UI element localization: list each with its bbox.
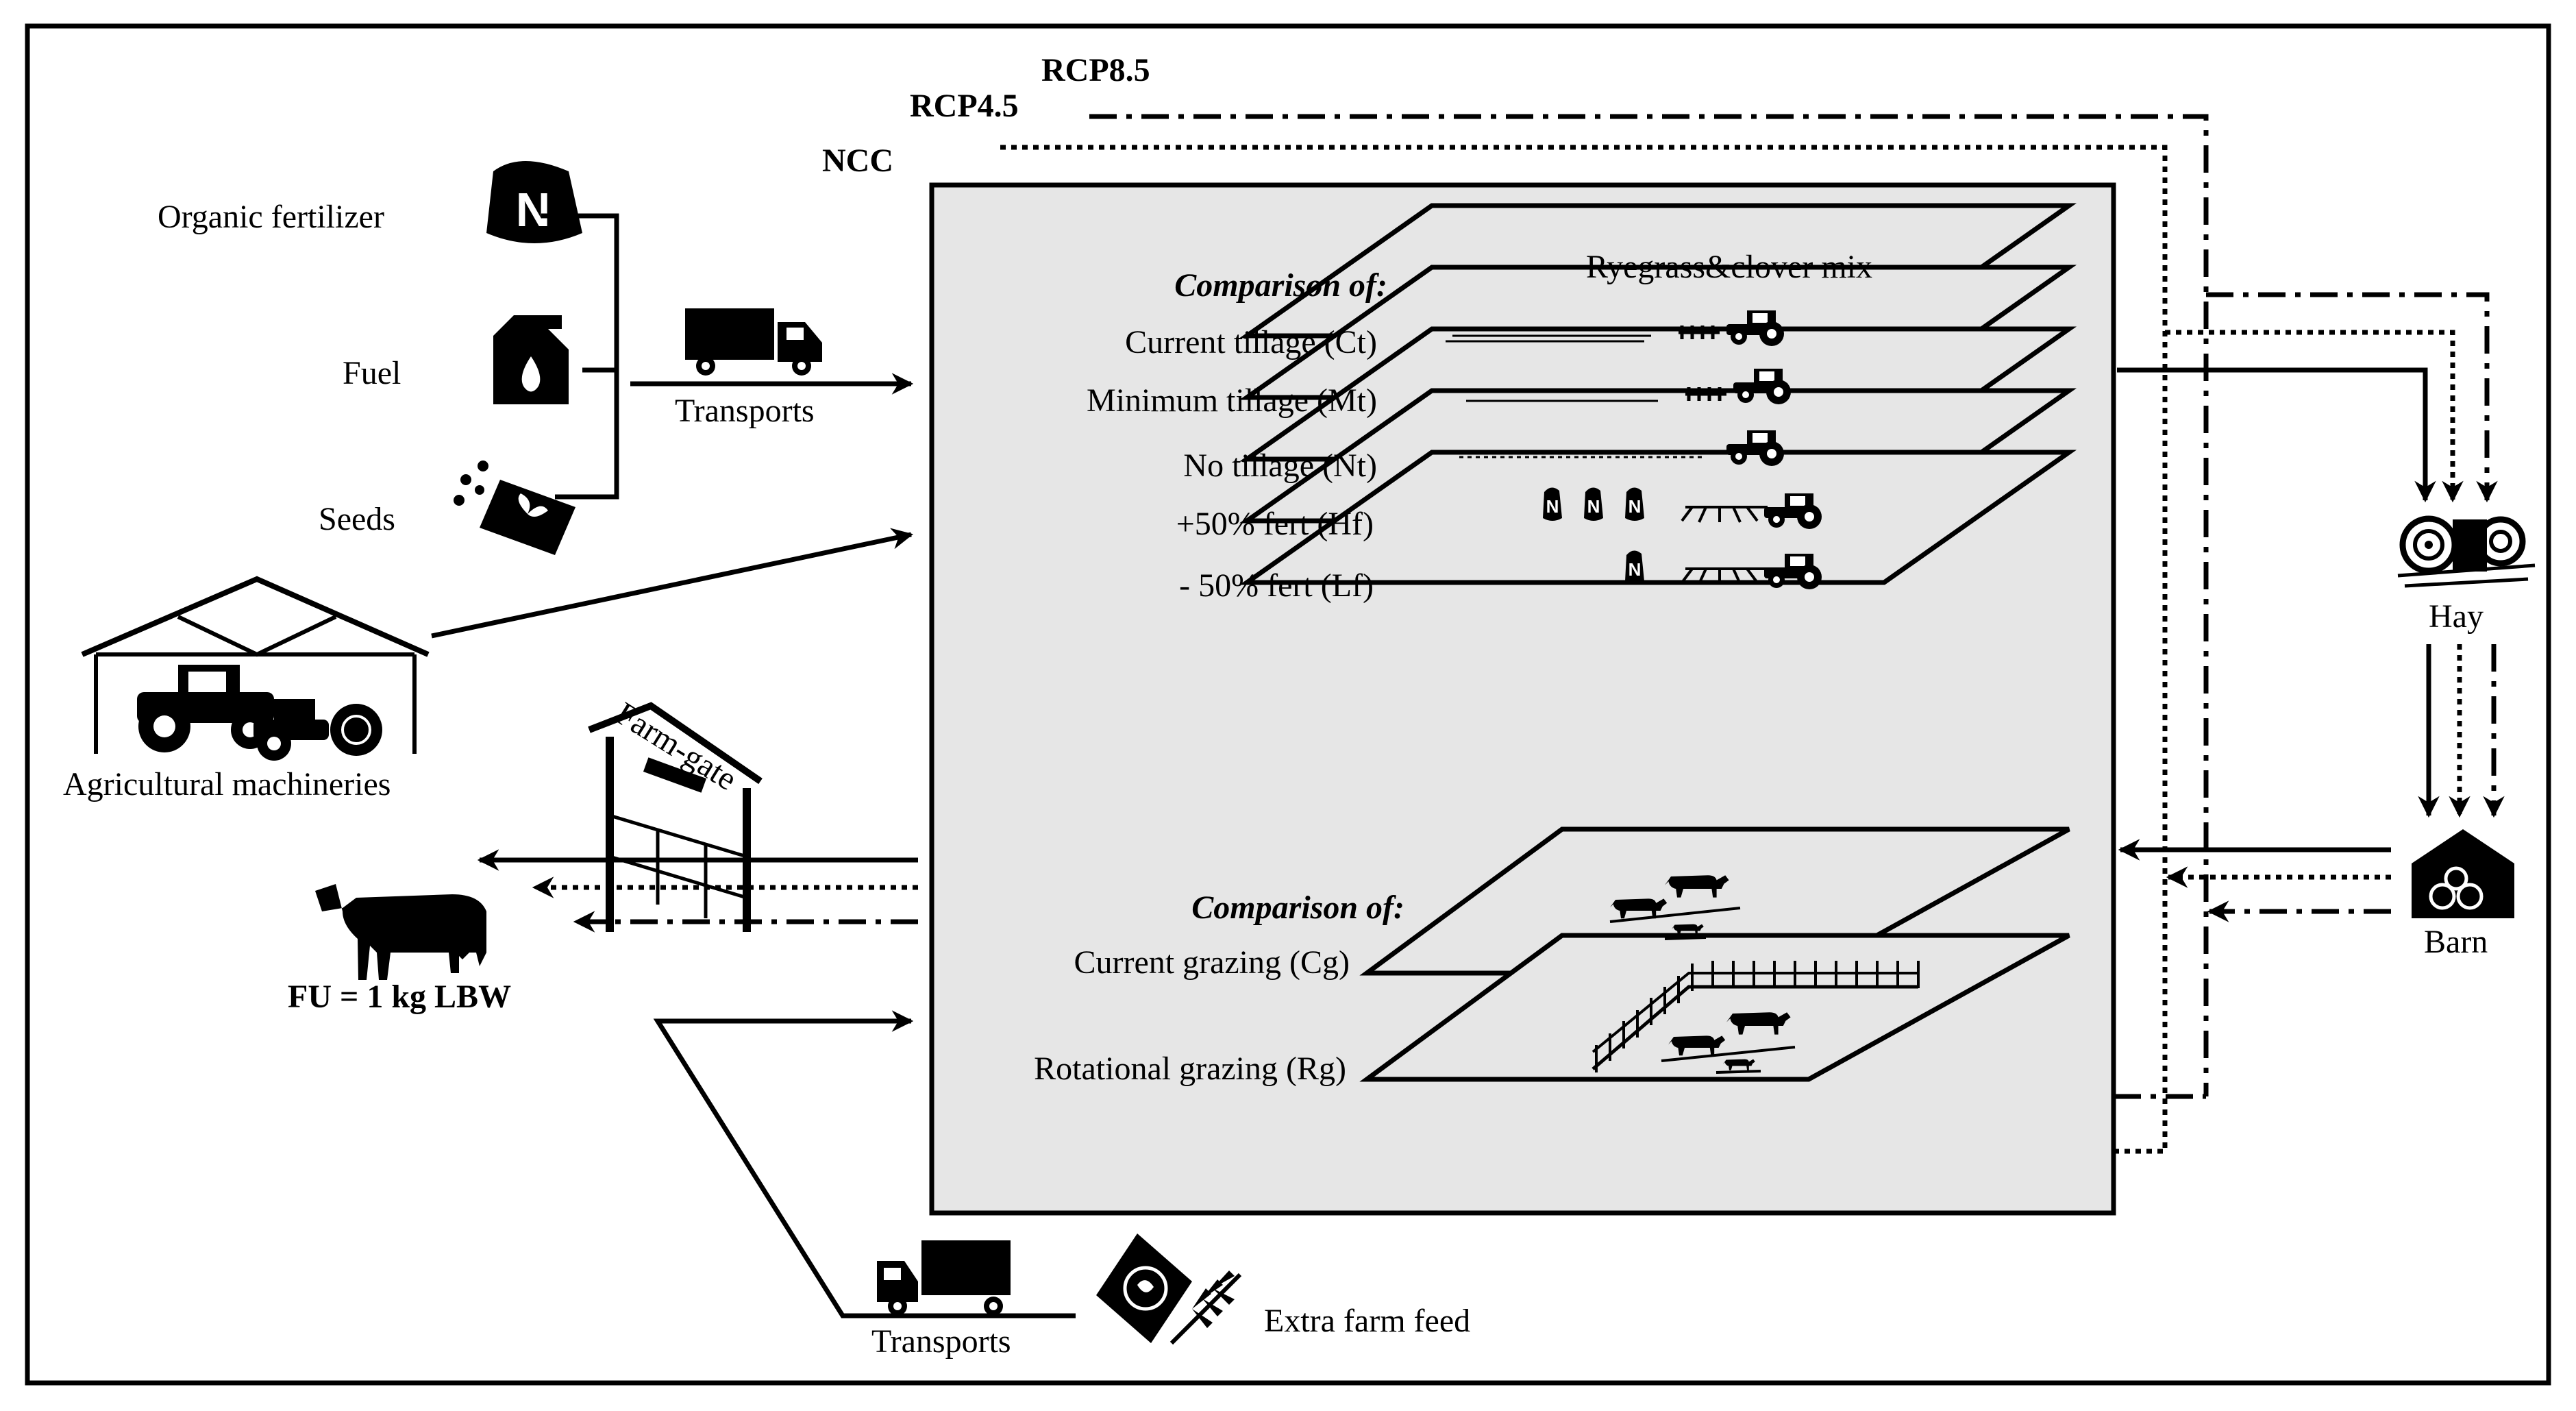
fertilizer-bag-icon: N [486,161,582,243]
label-transports-top: Transports [675,393,815,429]
grazing-heading: Comparison of: [1191,889,1404,926]
scenario-box-rcp85 [1089,114,2209,1096]
cow-icon [315,884,486,980]
grazing-item-cg: Current grazing (Cg) [1074,944,1350,981]
label-ncc: NCC [822,143,893,179]
label-barn: Barn [2424,924,2488,960]
cows-current-grazing [1609,875,1741,940]
label-crop: Ryegrass&clover mix [1586,249,1872,285]
cows-rotational-grazing [1661,1012,1796,1074]
outer-frame [25,23,2551,1386]
label-functional-unit: FU = 1 kg LBW [288,979,511,1015]
tillage-hf-implement [1543,487,1822,529]
label-rcp85: RCP8.5 [1041,52,1150,88]
label-fuel: Fuel [343,355,401,391]
label-seeds: Seeds [319,501,395,537]
tillage-item-nt: No tillage (Nt) [1183,447,1377,484]
label-transports-bottom: Transports [871,1323,1011,1360]
tillage-nt-implement [1459,430,1784,466]
scenario-box-rcp45 [1000,145,2168,1154]
tillage-item-mt: Minimum tillage (Mt) [1087,382,1377,419]
grazing-item-rg: Rotational grazing (Rg) [1034,1051,1346,1087]
feed-bag-icon [1096,1234,1192,1343]
tillage-item-hf: +50% fert (Hf) [1176,506,1374,542]
label-organic-fertilizer: Organic fertilizer [158,199,384,235]
tillage-item-lf: - 50% fert (Lf) [1179,567,1374,604]
grazing-layers [1359,826,2070,1082]
wheat-icon [1169,1271,1242,1345]
tillage-mt-implement [1466,369,1791,404]
tillage-layers [1239,203,2077,585]
label-extra-farm-feed: Extra farm feed [1264,1303,1470,1339]
fence-icon [1592,961,1920,1072]
tillage-lf-implement [1625,550,1822,589]
fuel-can-icon [493,315,569,404]
label-agricultural-machineries: Agricultural machineries [63,766,391,802]
truck-icon-bottom [877,1240,1011,1316]
barn-icon [2412,829,2514,918]
hay-bales-icon [2397,515,2536,588]
tillage-item-ct: Current tillage (Ct) [1125,324,1377,360]
svg-text:N: N [516,183,551,236]
seed-bag-icon [454,461,575,555]
tillage-ct-implement [1446,310,1784,346]
label-hay: Hay [2429,598,2484,635]
truck-icon [685,308,822,376]
label-rcp45: RCP4.5 [910,88,1019,124]
barn-shed-icon [81,576,430,761]
tillage-heading: Comparison of: [1174,267,1387,304]
